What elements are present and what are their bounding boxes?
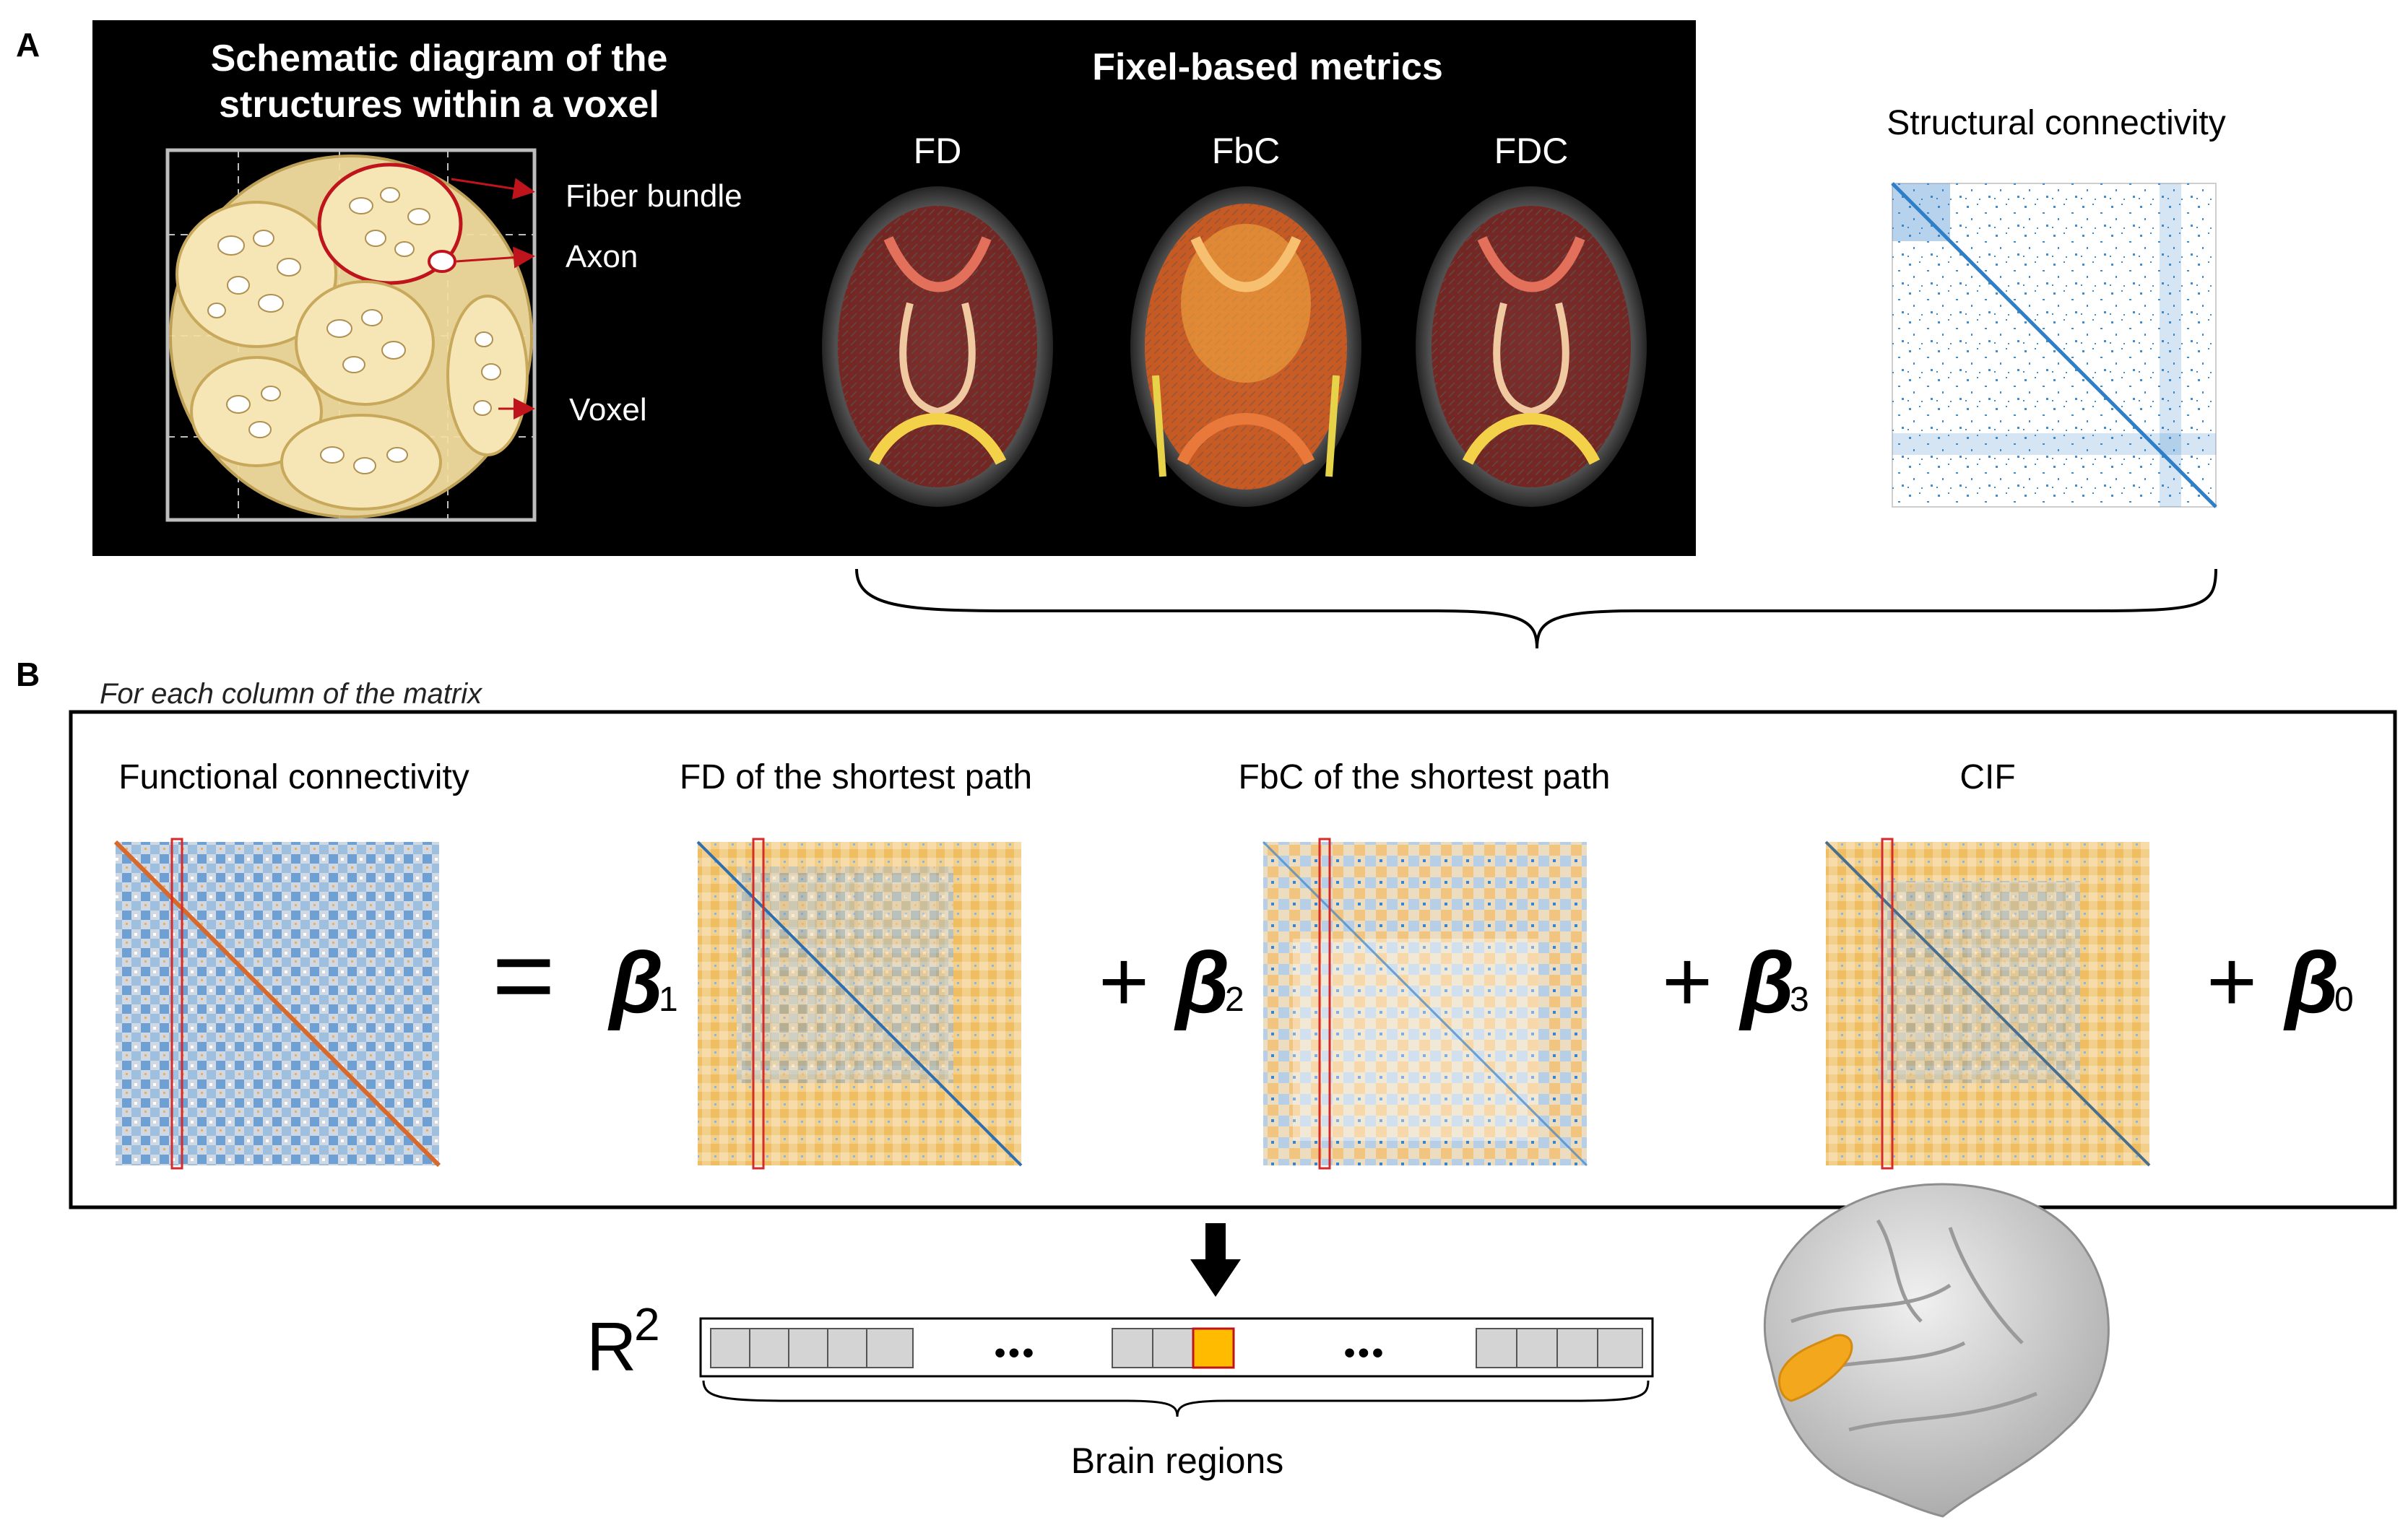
r-squared-base: R (586, 1308, 636, 1386)
fd-shortest-path-matrix (696, 838, 1023, 1170)
panel-a-brace (855, 568, 2217, 649)
structural-connectivity-title: Structural connectivity (1887, 104, 2226, 142)
column-highlight (752, 838, 765, 1170)
cif-matrix (1824, 838, 2151, 1170)
beta-3-subscript: 3 (1790, 981, 1809, 1019)
brain-image-fdc (1416, 186, 1647, 507)
fixel-metrics-title: Fixel-based metrics (1092, 46, 1443, 88)
fiber-bundle-label: Fiber bundle (566, 178, 742, 214)
matrix-title-cif: CIF (1959, 758, 2015, 796)
beta-2: β (1174, 934, 1229, 1031)
axon-label: Axon (566, 239, 638, 274)
matrix-title-functional: Functional connectivity (118, 758, 469, 796)
beta-3: β (1738, 934, 1794, 1031)
brain-image-fbc (1130, 186, 1361, 507)
highlighted-axon (428, 250, 456, 273)
fiber-bundle-outline (317, 162, 463, 285)
column-highlight (1318, 838, 1331, 1170)
brain-image-fd (822, 186, 1053, 507)
column-highlight (1881, 838, 1894, 1170)
panel-b-note: For each column of the matrix (100, 678, 483, 710)
fixel-metric-fbc: FbC (1212, 131, 1280, 171)
beta-0: β (2283, 934, 2339, 1031)
fbc-shortest-path-matrix (1262, 838, 1588, 1170)
highlighted-region-cell (1192, 1327, 1235, 1369)
schematic-title-line2: structures within a voxel (219, 84, 659, 126)
panel-a-label: A (16, 26, 40, 64)
plus-sign-3: + (2206, 933, 2257, 1030)
ellipsis-left: ••• (995, 1335, 1036, 1370)
plus-sign-1: + (1099, 933, 1149, 1030)
matrix-title-fd-path: FD of the shortest path (680, 758, 1032, 796)
r-squared-bar (699, 1317, 1654, 1378)
structural-connectivity-matrix (1891, 182, 2217, 508)
matrix-title-fbc-path: FbC of the shortest path (1239, 758, 1611, 796)
plus-sign-2: + (1662, 933, 1712, 1030)
beta-2-subscript: 2 (1225, 981, 1244, 1019)
beta-1-subscript: 1 (659, 981, 678, 1019)
down-arrow-icon (1190, 1223, 1241, 1297)
ellipsis-right: ••• (1344, 1335, 1386, 1370)
r-squared-exponent: 2 (634, 1298, 660, 1350)
schematic-title-line1: Schematic diagram of the (211, 38, 668, 79)
panel-b-label: B (16, 656, 40, 693)
brain-regions-label: Brain regions (1071, 1441, 1284, 1481)
fixel-metric-fdc: FDC (1494, 131, 1569, 171)
voxel-label: Voxel (569, 392, 647, 427)
functional-connectivity-matrix (113, 838, 441, 1170)
highlighted-region (1778, 1334, 1853, 1402)
brain-regions-brace (702, 1380, 1650, 1417)
regression-box (69, 710, 2397, 1209)
beta-0-subscript: 0 (2334, 981, 2354, 1019)
brain-surface-image (1763, 1183, 2110, 1518)
fixel-metric-fd: FD (914, 131, 962, 171)
voxel-schematic (165, 148, 537, 522)
equals-sign: = (492, 914, 555, 1035)
column-highlight (170, 838, 183, 1170)
beta-1: β (607, 934, 663, 1031)
